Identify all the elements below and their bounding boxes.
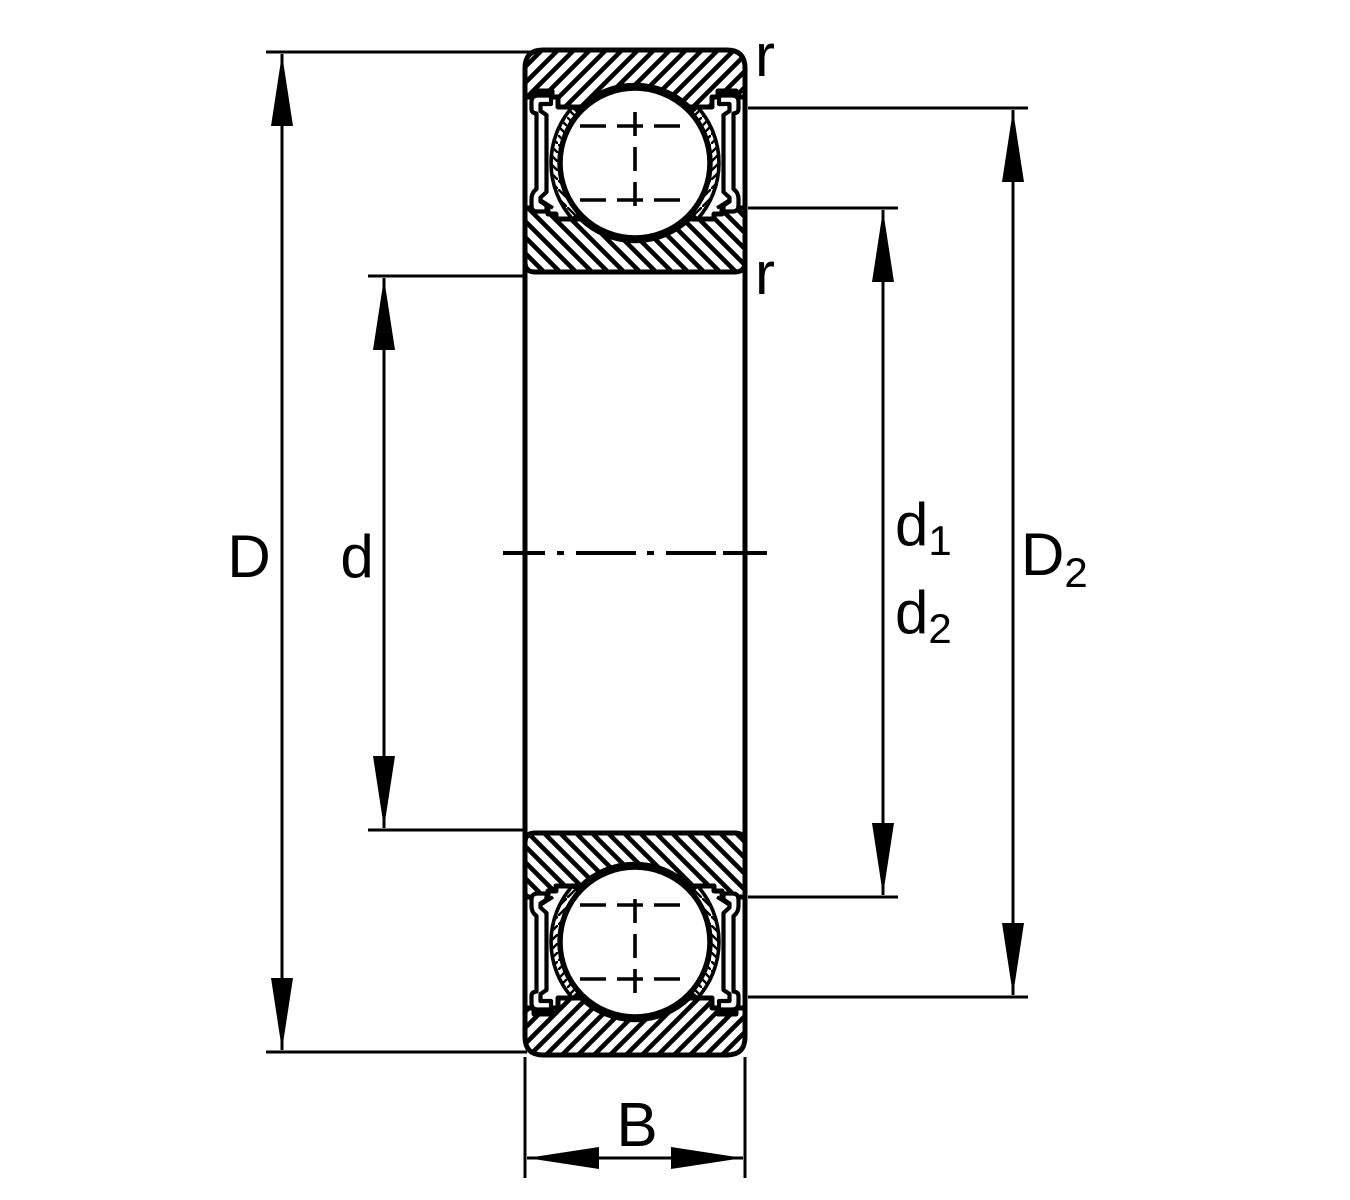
label-r-inner: r [755, 240, 775, 307]
arrowhead-up [872, 210, 894, 282]
bearing-section-top [525, 50, 745, 272]
bearing-section-bottom [525, 833, 745, 1055]
dimension-B: B [523, 1057, 747, 1178]
arrowhead-down [271, 978, 293, 1050]
dimension-d1-d2: d1 d2 [748, 206, 952, 899]
label-D2: D2 [1021, 521, 1088, 596]
label-d1: d1 [895, 491, 952, 564]
label-d: d [340, 523, 373, 590]
arrowhead-down [1002, 923, 1024, 995]
label-r-outer: r [755, 22, 775, 89]
dimension-d: d [340, 274, 524, 832]
arrowhead-down [872, 823, 894, 895]
label-d2: d2 [895, 579, 952, 652]
arrowhead-up [1002, 110, 1024, 182]
dimension-D: D [227, 50, 538, 1054]
label-B: B [616, 1091, 657, 1160]
dimension-D2: D2 [748, 106, 1088, 999]
arrowhead-up [373, 278, 395, 350]
arrowhead-left [527, 1147, 599, 1169]
arrowhead-up [271, 54, 293, 126]
arrowhead-right [671, 1147, 743, 1169]
label-D: D [227, 523, 270, 590]
arrowhead-down [373, 756, 395, 828]
